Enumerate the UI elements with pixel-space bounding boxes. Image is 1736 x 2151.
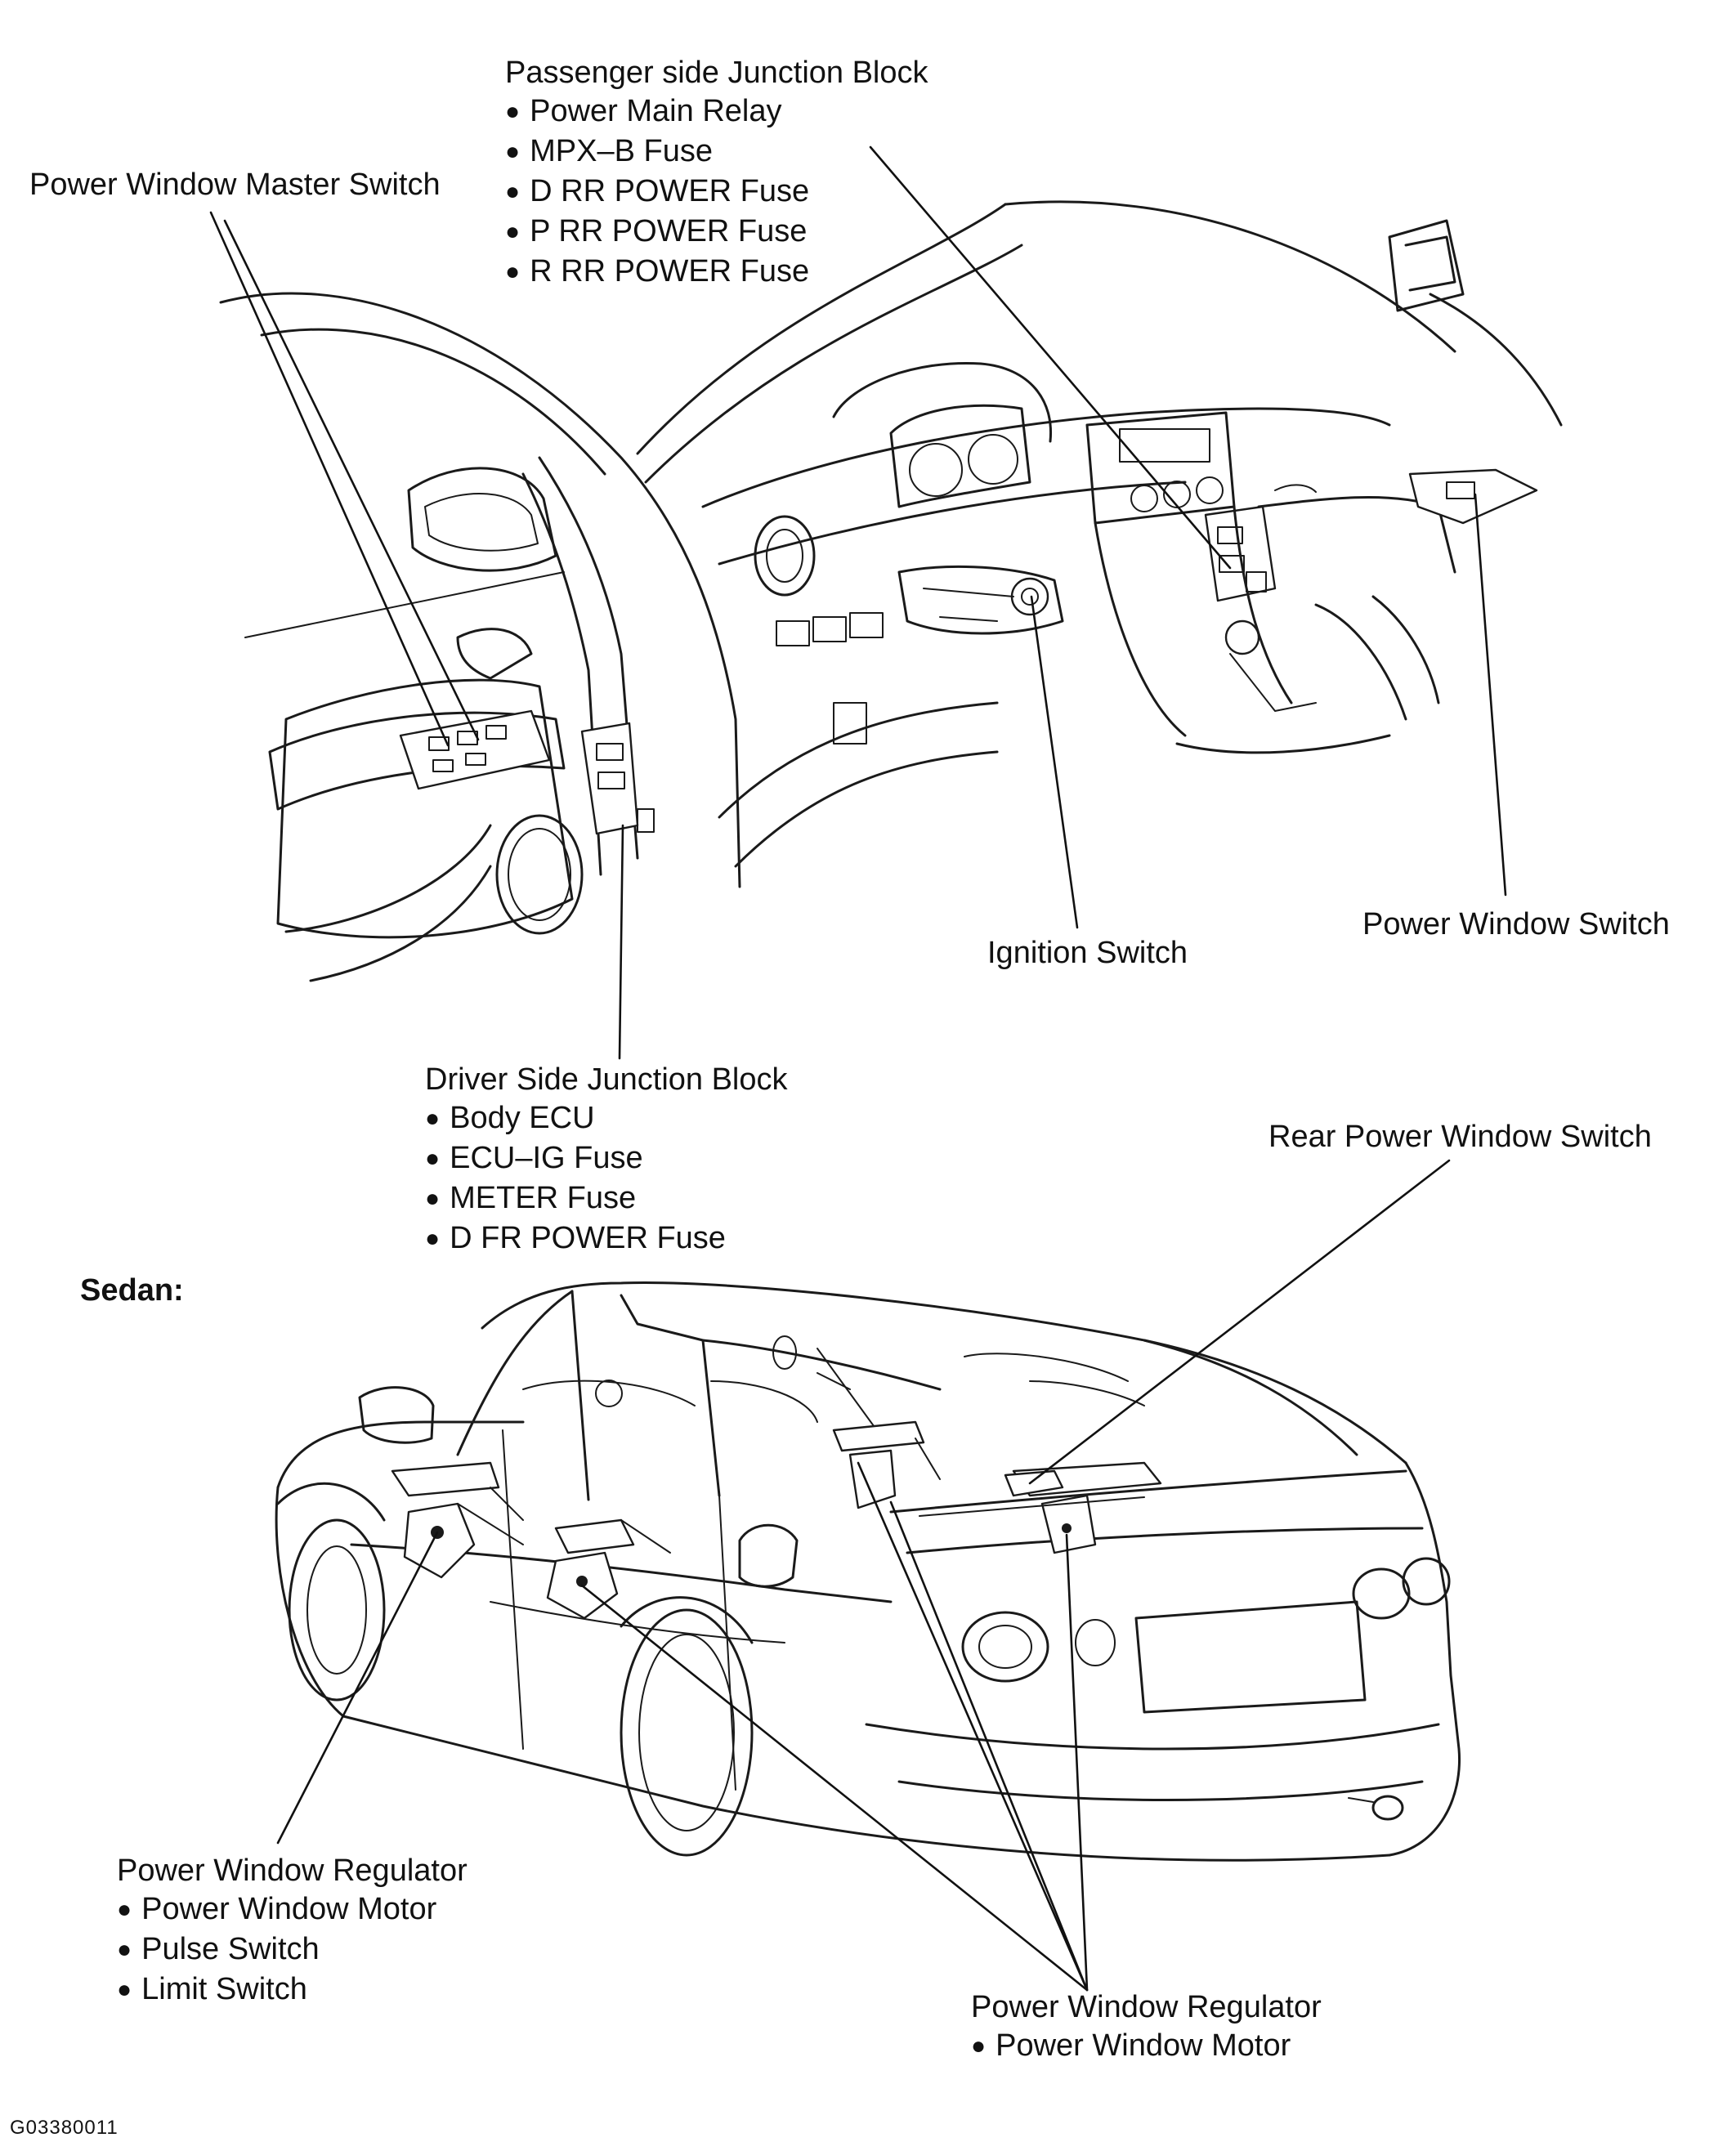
interior-illustration bbox=[219, 200, 1563, 982]
driver-jb-title: Driver Side Junction Block bbox=[425, 1062, 788, 1097]
front-regulator-shape bbox=[391, 1461, 524, 1579]
driver-jb-shape bbox=[580, 722, 655, 835]
power-window-switch-shape bbox=[1408, 468, 1538, 525]
power-window-switch-title: Power Window Switch bbox=[1362, 907, 1670, 941]
label-power-window-regulator-rear: Power Window Regulator Power Window Moto… bbox=[971, 1988, 1322, 2067]
passenger-jb-item: Power Main Relay bbox=[505, 92, 928, 132]
passenger-jb-item: D RR POWER Fuse bbox=[505, 172, 928, 212]
regulator-front-item: Power Window Motor bbox=[117, 1890, 468, 1930]
driver-jb-item: Body ECU bbox=[425, 1099, 788, 1139]
ignition-switch-title: Ignition Switch bbox=[987, 936, 1188, 970]
regulator-rear-title: Power Window Regulator bbox=[971, 1990, 1322, 2024]
passenger-jb-title: Passenger side Junction Block bbox=[505, 56, 928, 90]
rear-switch-shape bbox=[1004, 1469, 1064, 1497]
label-passenger-junction-block: Passenger side Junction Block Power Main… bbox=[505, 54, 928, 293]
sedan-illustration bbox=[275, 1281, 1461, 1862]
regulator-rear-item: Power Window Motor bbox=[971, 2027, 1322, 2067]
passenger-jb-item: MPX–B Fuse bbox=[505, 132, 928, 172]
label-rear-power-window-switch: Rear Power Window Switch bbox=[1268, 1118, 1652, 1156]
regulator-front-item: Pulse Switch bbox=[117, 1930, 468, 1970]
master-switch-shape bbox=[399, 709, 551, 790]
driver-jb-item: D FR POWER Fuse bbox=[425, 1219, 788, 1259]
label-power-window-switch: Power Window Switch bbox=[1362, 906, 1670, 944]
passenger-jb-item: P RR POWER Fuse bbox=[505, 212, 928, 253]
label-ignition-switch: Ignition Switch bbox=[987, 934, 1188, 973]
driver-jb-items: Body ECU ECU–IG Fuse METER Fuse D FR POW… bbox=[425, 1099, 788, 1259]
rear-switch-title: Rear Power Window Switch bbox=[1268, 1120, 1652, 1154]
rear-regulator-shape bbox=[832, 1420, 941, 1509]
label-driver-side-junction-block: Driver Side Junction Block Body ECU ECU–… bbox=[425, 1061, 788, 1259]
passenger-jb-items: Power Main Relay MPX–B Fuse D RR POWER F… bbox=[505, 92, 928, 293]
master-switch-title: Power Window Master Switch bbox=[29, 168, 441, 202]
regulator-rear-items: Power Window Motor bbox=[971, 2027, 1322, 2067]
driver-jb-item: METER Fuse bbox=[425, 1179, 788, 1219]
figure-code: G03380011 bbox=[10, 2117, 119, 2139]
leader-lines bbox=[209, 145, 1507, 1992]
passenger-jb-item: R RR POWER Fuse bbox=[505, 253, 928, 293]
label-power-window-master-switch: Power Window Master Switch bbox=[29, 166, 441, 204]
regulator-front-title: Power Window Regulator bbox=[117, 1854, 468, 1888]
regulator-front-item: Limit Switch bbox=[117, 1970, 468, 2010]
section-title-sedan: Sedan: bbox=[80, 1273, 184, 1308]
regulator-front-items: Power Window Motor Pulse Switch Limit Sw… bbox=[117, 1890, 468, 2010]
label-power-window-regulator-front: Power Window Regulator Power Window Moto… bbox=[117, 1852, 468, 2010]
driver-jb-item: ECU–IG Fuse bbox=[425, 1139, 788, 1179]
